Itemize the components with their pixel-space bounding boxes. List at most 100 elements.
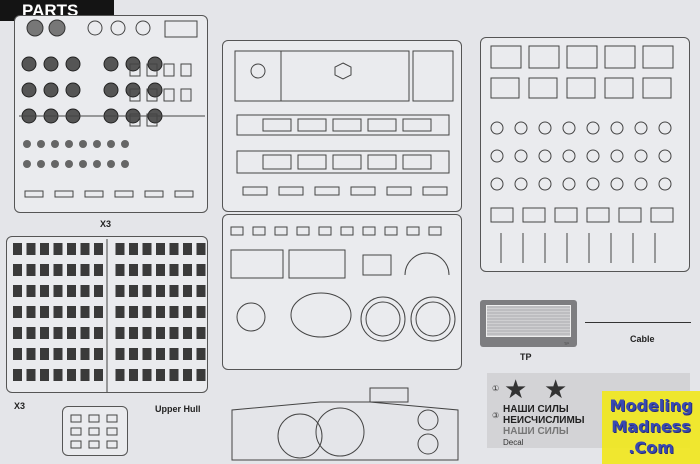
part-outline [332,154,362,170]
part-outline [88,414,100,423]
part-outline [297,154,327,170]
sprue-details [480,37,690,272]
part-outline [410,296,456,342]
part-outline [13,348,22,360]
part-outline [142,369,152,381]
part-outline [365,301,401,337]
part-outline [367,118,397,132]
part-outline [146,88,158,102]
part-outline [43,56,59,72]
part-outline [80,327,90,339]
part-outline [53,369,63,381]
part-outline [79,140,87,148]
part-outline [67,348,76,360]
part-outline [87,20,103,36]
part-outline [618,207,642,223]
part-outline [163,63,175,77]
part-outline [180,88,192,102]
part-outline [107,140,115,148]
part-outline [129,348,138,360]
part-outline [144,190,164,198]
part-outline [156,327,165,339]
part-outline [610,121,624,135]
part-outline [103,56,119,72]
part-outline [135,20,151,36]
part-outline [586,207,610,223]
part-outline [21,82,37,98]
part-outline [40,369,49,381]
part-outline [142,285,152,297]
watermark-line2: Madness [611,417,691,436]
part-outline [236,302,266,332]
part-outline [290,292,352,338]
part-outline [37,160,45,168]
part-outline [129,327,138,339]
part-outline [169,348,179,360]
part-outline [70,427,82,436]
part-outline [13,306,22,318]
part-outline [88,427,100,436]
part-outline [169,327,179,339]
part-outline [129,285,138,297]
part-outline [490,77,520,99]
part-outline [53,327,63,339]
part-outline [121,140,129,148]
part-outline [183,327,192,339]
part-outline [164,20,198,38]
part-outline [156,243,165,255]
part-outline [43,82,59,98]
part-outline [196,348,206,360]
part-outline [106,427,118,436]
part-outline [142,327,152,339]
part-outline [318,226,332,236]
part-outline [79,160,87,168]
part-outline [514,149,528,163]
part-outline [115,243,125,255]
part-outline [514,121,528,135]
part-outline [48,19,66,37]
part-outline [129,113,141,127]
part-outline [156,285,165,297]
part-outline [26,369,36,381]
part-outline [23,160,31,168]
part-outline [169,285,179,297]
part-outline [67,327,76,339]
part-outline [417,433,439,455]
part-outline [262,154,292,170]
part-outline [196,243,206,255]
part-outline [315,407,365,457]
part-outline [183,369,192,381]
part-outline [634,177,648,191]
part-outline [88,440,100,449]
part-outline [156,369,165,381]
part-outline [51,140,59,148]
part-outline [360,296,406,342]
sprue-turret-drawing [230,226,456,342]
part-outline [163,88,175,102]
small-sprue [62,406,128,456]
part-outline [415,301,451,337]
photo-etch-caption: TP [563,341,569,346]
part-outline [129,243,138,255]
part-outline [115,306,125,318]
part-outline [562,177,576,191]
part-outline [169,264,179,276]
part-outline [402,154,432,170]
sprue-tracks-qty: X3 [14,401,26,411]
part-outline [115,348,125,360]
part-outline [94,348,103,360]
decal-number-3: ③ [492,411,500,420]
part-outline [586,177,600,191]
part-outline [26,348,36,360]
photo-etch-grille [486,305,571,337]
part-outline [250,63,266,79]
part-outline [610,177,624,191]
part-outline [604,77,634,99]
part-outline [297,118,327,132]
part-outline [230,249,284,279]
part-outline [562,149,576,163]
tp-label: TP [520,352,532,362]
part-outline [156,264,165,276]
upper-hull-label: Upper Hull [155,404,201,414]
part-outline [236,150,450,174]
